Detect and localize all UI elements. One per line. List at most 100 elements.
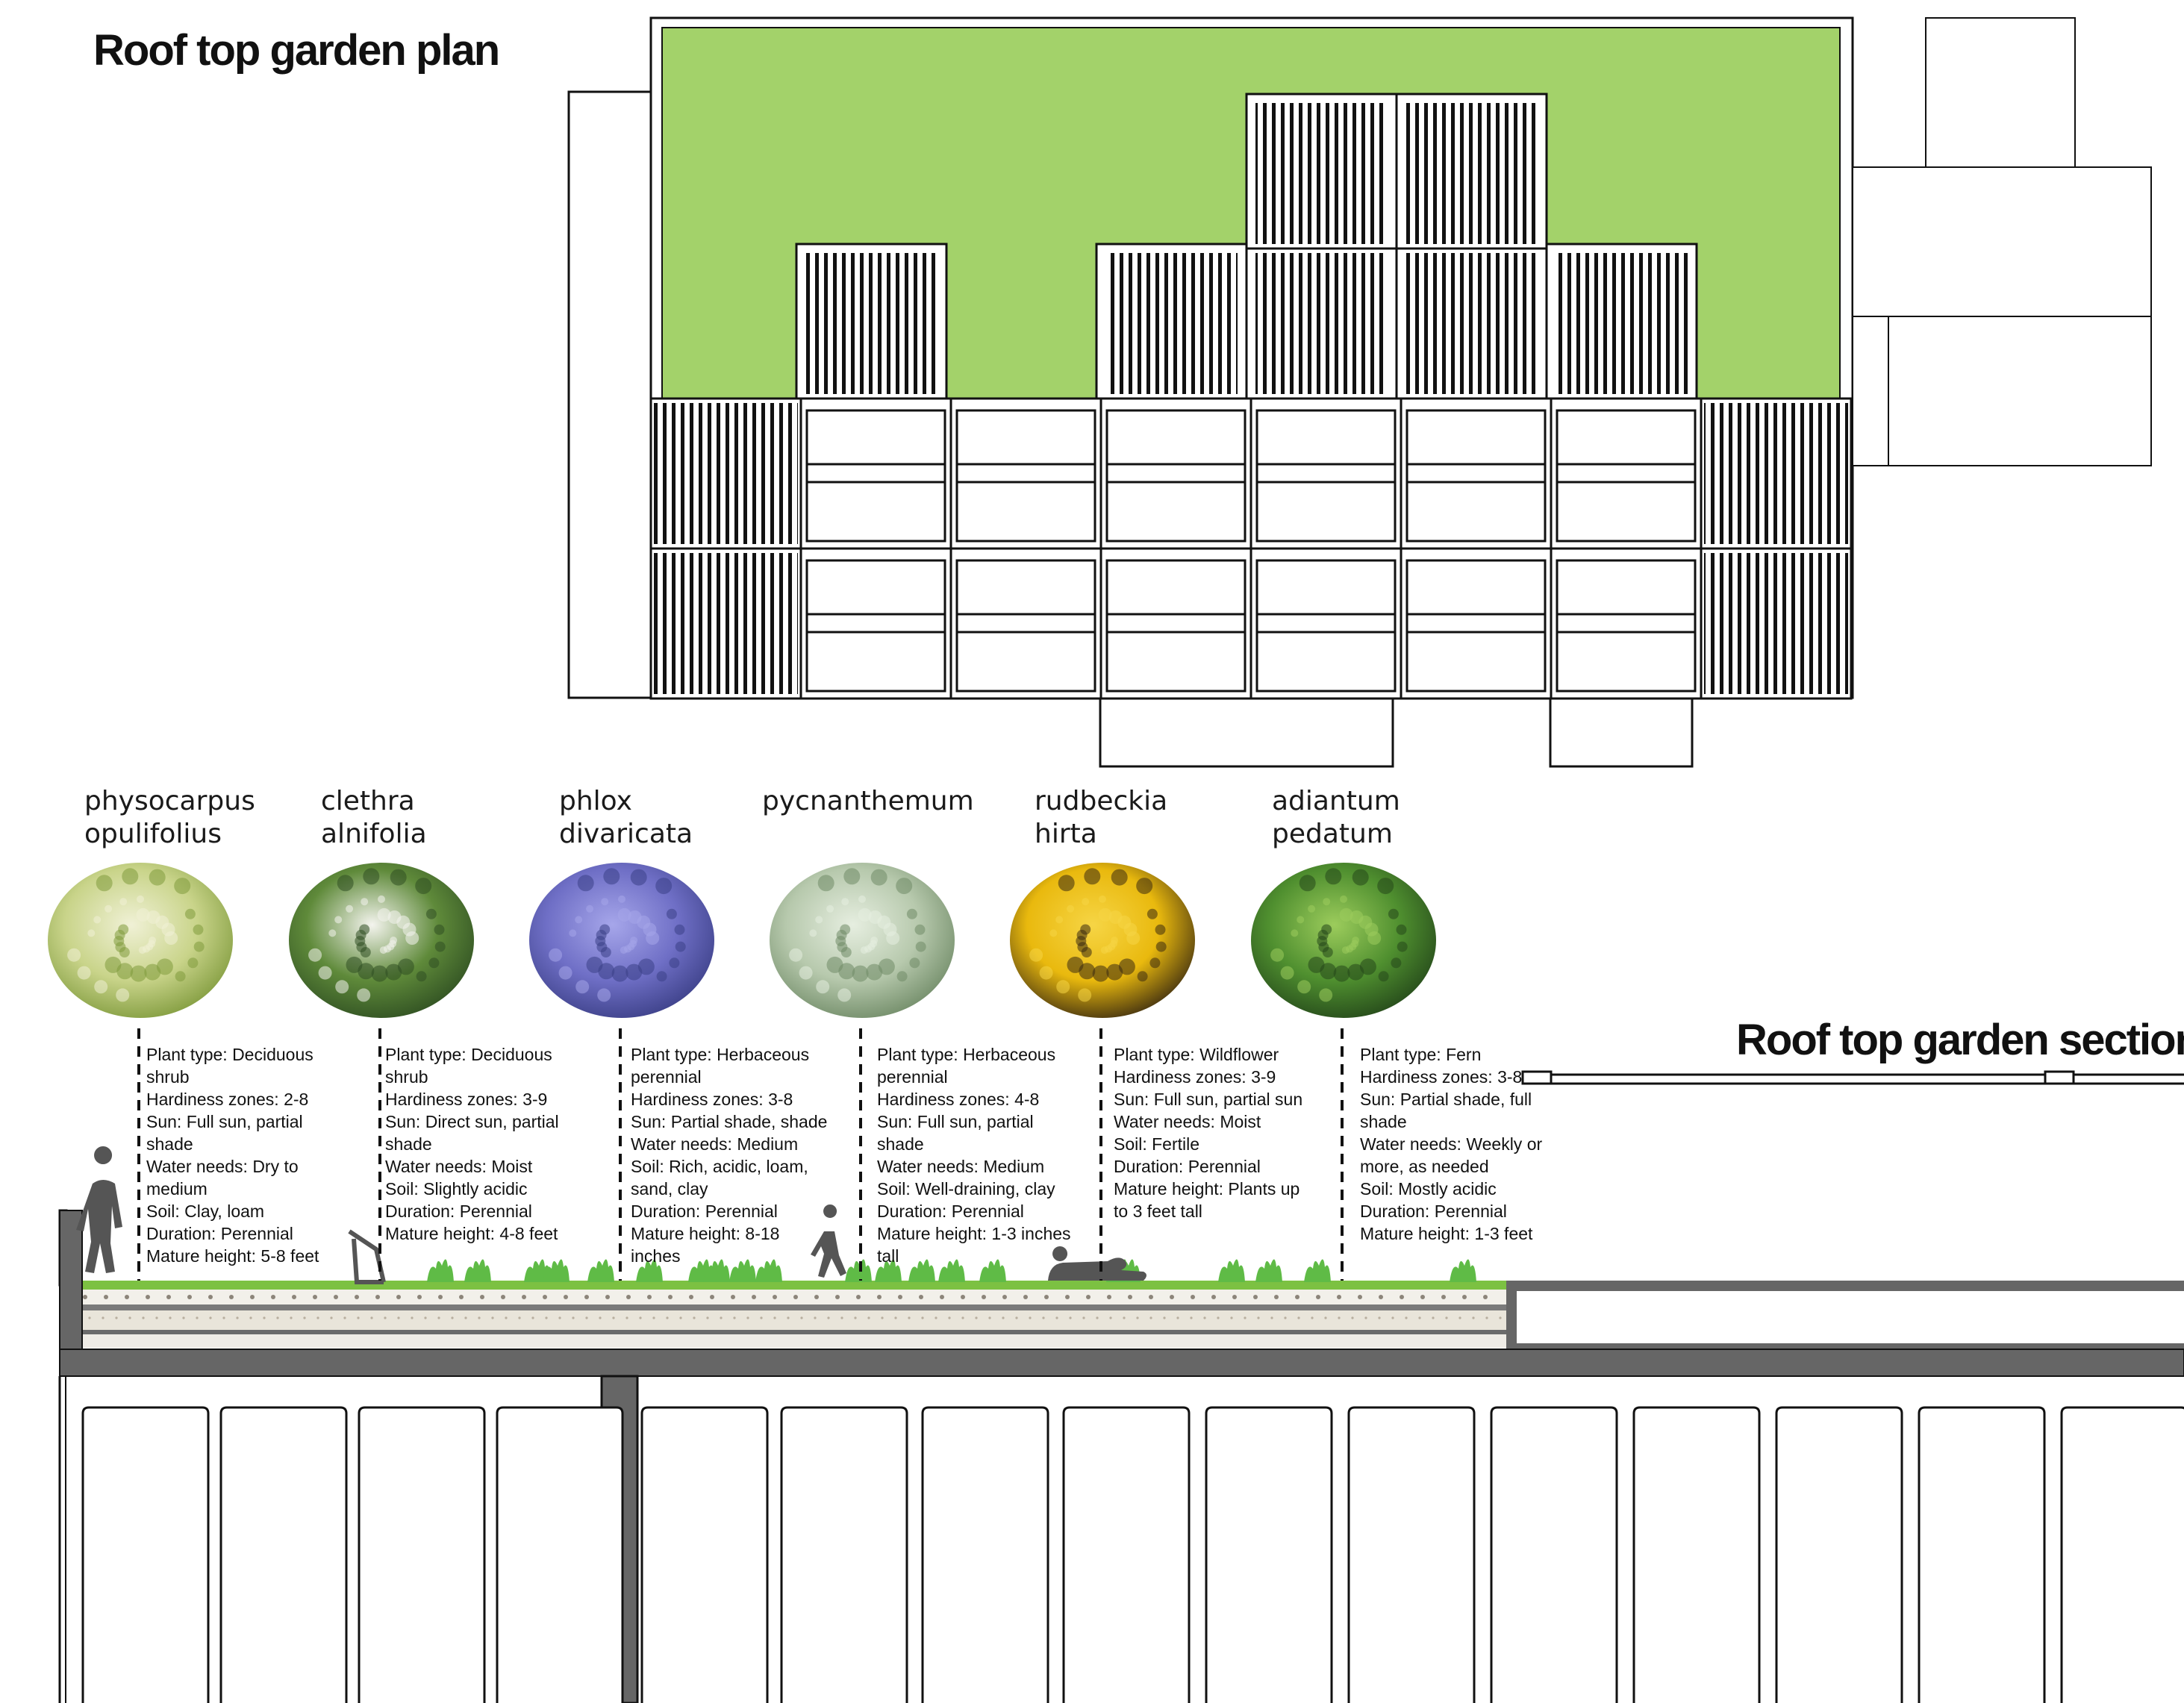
section-medium-grain <box>397 1316 400 1319</box>
photo-texture-dot <box>1092 965 1109 982</box>
section-medium-grain <box>773 1316 776 1319</box>
photo-texture-dot <box>789 948 803 962</box>
photo-texture-dot <box>666 908 677 919</box>
plant-name-line2: divaricata <box>559 819 693 849</box>
section-insulation <box>79 1334 1506 1348</box>
section-medium-grain <box>1324 1316 1327 1319</box>
section-medium-grain <box>814 1316 817 1319</box>
info-line: Mature height: 1-3 inches <box>877 1224 1071 1243</box>
photo-texture-dot <box>371 965 388 982</box>
plan-hatched-block <box>1255 103 1388 244</box>
section-medium-grain <box>1378 1316 1381 1319</box>
section-membrane <box>79 1330 1506 1334</box>
photo-texture-dot <box>119 898 128 906</box>
photo-texture-dot <box>1341 946 1350 954</box>
section-gravel-dot <box>982 1295 986 1299</box>
section-medium-grain <box>115 1316 118 1319</box>
section-plant-tuft <box>543 1259 570 1282</box>
section-gravel-dot <box>104 1295 108 1299</box>
section-gravel-dot <box>1462 1295 1467 1299</box>
photo-texture-dot <box>870 869 887 886</box>
plan-unit-window <box>955 559 1096 693</box>
section-medium-grain <box>854 1316 857 1319</box>
photo-texture-dot <box>405 931 419 945</box>
photo-texture-dot <box>1378 971 1389 982</box>
photo-texture-dot <box>1080 924 1091 935</box>
section-gravel-dot <box>375 1295 380 1299</box>
plant-name-2: clethra alnifolia <box>321 785 427 851</box>
section-gravel-dot <box>438 1295 443 1299</box>
photo-texture-dot <box>656 971 667 982</box>
section-medium-grain <box>625 1316 628 1319</box>
section-gravel-dot <box>877 1295 882 1299</box>
section-gravel-dot <box>313 1295 317 1299</box>
photo-texture-dot <box>334 916 343 924</box>
section-gravel-dot <box>1274 1295 1279 1299</box>
section-medium-grain <box>169 1316 172 1319</box>
photo-texture-dot <box>308 948 322 962</box>
photo-texture-dot <box>1126 931 1141 945</box>
section-medium-grain <box>128 1316 131 1319</box>
section-medium-grain <box>800 1316 803 1319</box>
photo-texture-dot <box>620 946 628 954</box>
photo-texture-dot <box>1308 956 1325 973</box>
section-plant-tuft <box>1255 1259 1282 1282</box>
section-medium-grain <box>1109 1316 1112 1319</box>
section-gravel-dot <box>856 1295 861 1299</box>
section-plant-tuft <box>636 1259 663 1282</box>
section-gravel-dot <box>1149 1295 1153 1299</box>
plan-hatched-cell <box>1704 403 1848 544</box>
section-gravel-dot <box>271 1295 275 1299</box>
section-growing-medium <box>79 1310 1506 1330</box>
section-gravel-dot <box>1211 1295 1216 1299</box>
section-medium-grain <box>330 1316 333 1319</box>
section-gravel-dot <box>250 1295 255 1299</box>
info-line: tall <box>877 1246 899 1266</box>
section-medium-grain <box>182 1316 185 1319</box>
section-gravel-dot <box>1128 1295 1132 1299</box>
photo-texture-dot <box>617 907 631 922</box>
section-window-bay <box>2060 1406 2184 1703</box>
section-right-curb <box>1506 1291 1517 1352</box>
white-spike-flower-photo <box>289 863 474 1018</box>
info-line: Mature height: 5-8 feet <box>146 1246 319 1266</box>
section-medium-grain <box>988 1316 991 1319</box>
section-medium-grain <box>505 1316 508 1319</box>
info-line: Soil: Well-draining, clay <box>877 1179 1055 1199</box>
section-window-bay <box>81 1406 210 1703</box>
plant-name-line1: adiantum <box>1272 786 1400 816</box>
section-medium-grain <box>558 1316 561 1319</box>
section-plant-tuft <box>464 1259 491 1282</box>
section-gravel-dot <box>961 1295 965 1299</box>
photo-texture-dot <box>1299 875 1316 892</box>
section-gravel-dot <box>1086 1295 1091 1299</box>
photo-texture-dot <box>599 924 611 935</box>
plant-name-line2: hirta <box>1035 819 1097 849</box>
photo-texture-dot <box>1340 895 1347 903</box>
section-gravel-dot <box>522 1295 526 1299</box>
section-medium-grain <box>1418 1316 1421 1319</box>
photo-texture-dot <box>886 931 900 945</box>
photo-texture-dot <box>1067 956 1084 973</box>
plan-unit-window <box>1405 559 1547 693</box>
section-medium-grain <box>720 1316 723 1319</box>
info-line: Duration: Perennial <box>631 1202 778 1221</box>
section-gravel-dot <box>1379 1295 1383 1299</box>
section-medium-grain <box>1311 1316 1314 1319</box>
section-medium-grain <box>599 1316 602 1319</box>
info-line: Plant type: Fern <box>1360 1045 1482 1064</box>
info-line: medium <box>146 1179 208 1199</box>
section-medium-grain <box>935 1316 937 1319</box>
plant-name-5: rudbeckia hirta <box>1035 785 1167 851</box>
plan-hatched-block <box>1255 253 1388 394</box>
section-medium-grain <box>249 1316 252 1319</box>
photo-texture-dot <box>1146 908 1158 919</box>
plan-unit-window <box>1405 409 1547 543</box>
photo-texture-dot <box>1397 941 1408 952</box>
info-line: Sun: Full sun, partial <box>146 1112 303 1131</box>
section-gravel-dot <box>1441 1295 1446 1299</box>
section-plant-tuft <box>1450 1259 1476 1282</box>
section-medium-grain <box>921 1316 924 1319</box>
info-line: Water needs: Moist <box>385 1157 533 1176</box>
plan-adjoining-block-top <box>1925 17 2076 168</box>
